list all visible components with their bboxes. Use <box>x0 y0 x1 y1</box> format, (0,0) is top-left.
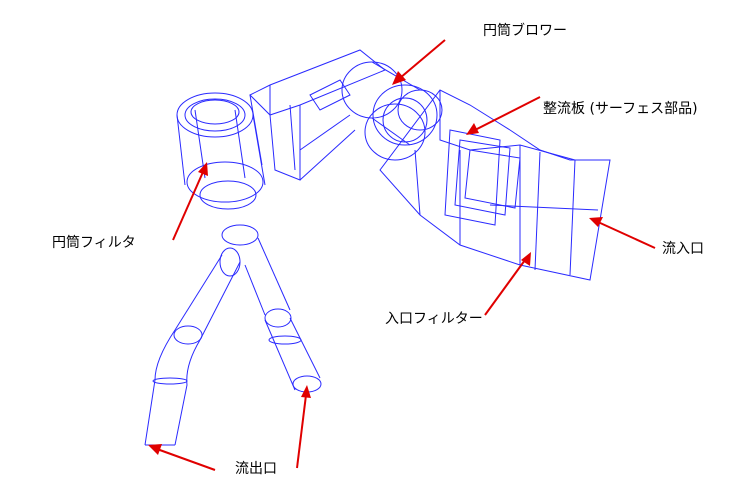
straightener-box <box>379 89 611 281</box>
cylinder-blower <box>341 61 443 161</box>
label-straightener: 整流板 (サーフェス部品) <box>543 101 698 117</box>
outlet-pipes <box>144 224 322 446</box>
label-cylinder-filter: 円筒フィルタ <box>52 235 136 251</box>
label-inlet-filter: 入口フィルター <box>385 311 483 327</box>
annotation-arrows <box>148 39 656 471</box>
duct-to-blower <box>249 49 386 181</box>
cylinder-filter <box>176 92 266 210</box>
label-blower: 円筒ブロワー <box>483 23 567 39</box>
label-inlet: 流入口 <box>662 241 704 257</box>
label-outlet: 流出口 <box>235 461 277 477</box>
